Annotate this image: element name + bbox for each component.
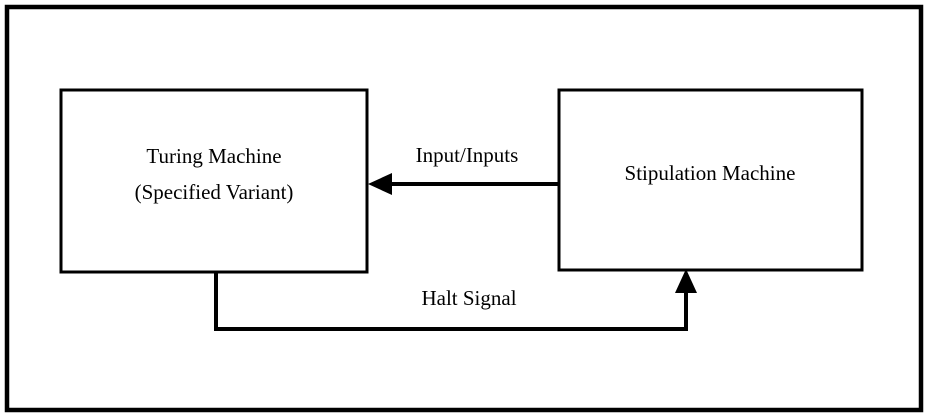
node-box-stipulation-machine[interactable] xyxy=(557,88,864,272)
arrow-head-halt-signal xyxy=(675,269,697,293)
arrow-head-input xyxy=(368,173,392,195)
node-label-turing-machine-line2: (Specified Variant) xyxy=(135,180,294,204)
edge-line-halt-signal xyxy=(214,272,688,331)
node-label-stipulation-machine: Stipulation Machine xyxy=(625,161,796,185)
edge-label-input: Input/Inputs xyxy=(416,143,519,167)
edge-label-halt-signal: Halt Signal xyxy=(421,286,516,310)
outer-border-frame xyxy=(4,4,924,413)
node-label-turing-machine-line1: Turing Machine xyxy=(146,144,281,168)
